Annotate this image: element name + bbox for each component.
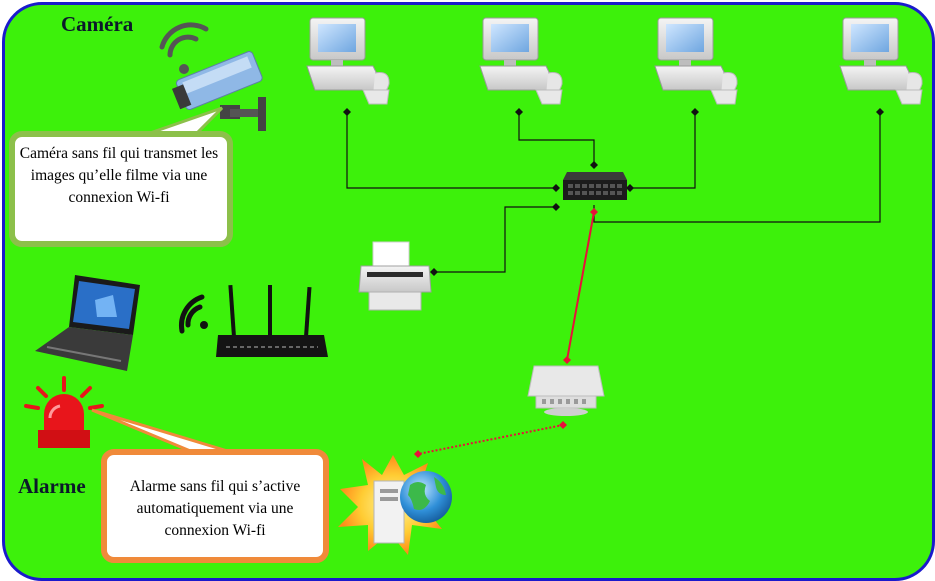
wired-links bbox=[346, 112, 881, 273]
link-switch-accesspoint bbox=[566, 211, 595, 361]
link-endpoints bbox=[343, 108, 884, 276]
computer-icon bbox=[654, 17, 738, 105]
link-pc3-switch bbox=[630, 112, 696, 189]
computer-icon bbox=[479, 17, 563, 105]
computer-icon bbox=[306, 17, 390, 105]
link-accesspoint-server bbox=[417, 424, 564, 455]
printer-icon bbox=[358, 241, 432, 311]
camera-title: Caméra bbox=[61, 12, 134, 36]
red-links bbox=[417, 211, 595, 455]
camera-callout-text: Caméra sans fil qui transmet les images … bbox=[18, 143, 220, 209]
computer-icon bbox=[839, 17, 923, 105]
alarm-callout-text: Alarme sans fil qui s’active automatique… bbox=[112, 476, 318, 542]
wifi-camera-icon bbox=[159, 22, 266, 131]
wifi-router-icon bbox=[179, 284, 328, 357]
link-printer-switch bbox=[434, 206, 556, 273]
laptop-icon bbox=[35, 275, 140, 371]
link-pc2-switch bbox=[518, 112, 595, 165]
link-pc1-switch bbox=[346, 112, 556, 189]
alarm-beacon-icon bbox=[24, 376, 104, 448]
alarm-title: Alarme bbox=[18, 474, 86, 498]
link-pc4-switch bbox=[593, 112, 881, 223]
access-point-icon bbox=[527, 365, 605, 416]
server-globe-icon bbox=[338, 455, 452, 555]
network-switch-icon bbox=[563, 172, 627, 200]
